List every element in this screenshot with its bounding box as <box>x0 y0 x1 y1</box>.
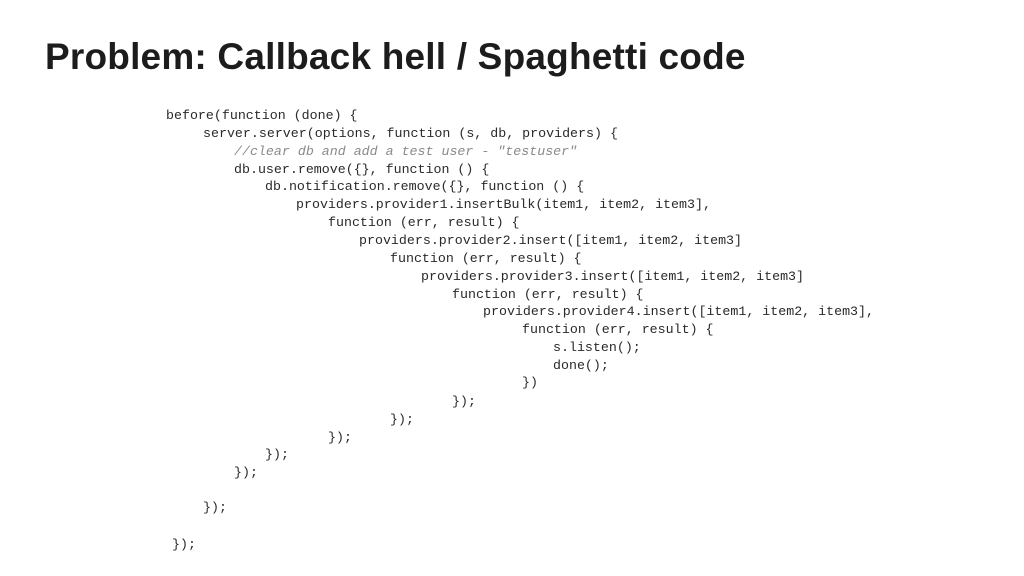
code-line: db.notification.remove({}, function () { <box>265 179 585 194</box>
code-line: }); <box>234 465 258 480</box>
code-line: function (err, result) { <box>522 322 714 337</box>
code-line: providers.provider3.insert([item1, item2… <box>421 269 805 284</box>
code-line: s.listen(); <box>553 340 641 355</box>
code-line: function (err, result) { <box>390 251 582 266</box>
code-line: }); <box>452 394 476 409</box>
code-line: done(); <box>553 358 609 373</box>
code-line: server.server(options, function (s, db, … <box>203 126 618 141</box>
code-line: }); <box>203 500 227 515</box>
code-line: function (err, result) { <box>452 287 644 302</box>
code-line: providers.provider2.insert([item1, item2… <box>359 233 743 248</box>
code-line: }); <box>265 447 289 462</box>
code-line: providers.provider1.insertBulk(item1, it… <box>296 197 711 212</box>
code-line: }); <box>172 537 196 552</box>
code-line: }); <box>328 430 352 445</box>
slide-title: Problem: Callback hell / Spaghetti code <box>45 36 746 77</box>
code-line: db.user.remove({}, function () { <box>234 162 490 177</box>
code-line: before(function (done) { <box>166 108 358 123</box>
code-line: providers.provider4.insert([item1, item2… <box>483 304 874 319</box>
code-line: }); <box>390 412 414 427</box>
code-line: function (err, result) { <box>328 215 520 230</box>
code-comment-line: //clear db and add a test user - "testus… <box>234 144 578 159</box>
code-line: }) <box>522 375 538 390</box>
